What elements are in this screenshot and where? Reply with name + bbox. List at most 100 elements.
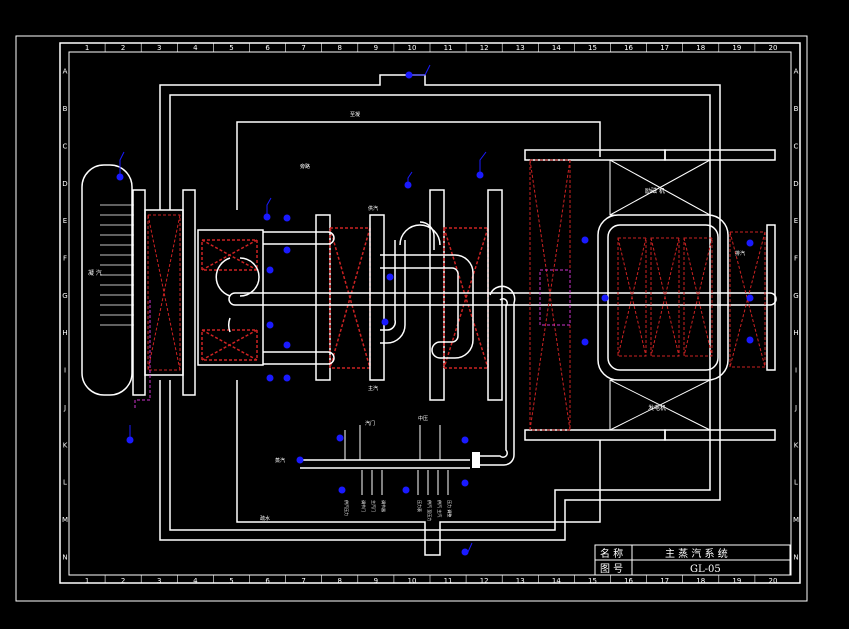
grid-row-label: D bbox=[62, 180, 67, 188]
condenser: 凝 汽 bbox=[81, 164, 134, 396]
grid-row-label: E bbox=[63, 217, 67, 225]
grid-column-label: 6 bbox=[265, 577, 270, 585]
grid-column-label: 5 bbox=[229, 577, 233, 585]
outer-pipe-loop bbox=[159, 74, 721, 541]
grid-column-label: 4 bbox=[193, 44, 198, 52]
grid-column-label: 17 bbox=[660, 44, 669, 52]
svg-text:调节门: 调节门 bbox=[361, 500, 367, 512]
lp-turbine bbox=[524, 149, 666, 441]
valve-icon bbox=[338, 486, 346, 494]
grid-row-label: I bbox=[64, 367, 66, 375]
grid-column-label: 8 bbox=[338, 577, 342, 585]
grid-row-label: F bbox=[63, 254, 67, 262]
grid-row-label: C bbox=[63, 142, 68, 150]
valve-icon bbox=[581, 338, 589, 346]
grid-column-label: 4 bbox=[193, 577, 198, 585]
grid-row-label: A bbox=[794, 68, 799, 76]
grid-row-label: C bbox=[794, 142, 799, 150]
svg-text:主汽门: 主汽门 bbox=[371, 500, 377, 512]
grid-column-label: 20 bbox=[768, 44, 777, 52]
crossover-pipes bbox=[215, 221, 516, 466]
valve-icon bbox=[581, 236, 589, 244]
grid-column-label: 16 bbox=[624, 577, 633, 585]
pipe-tag-c: 汽门 bbox=[365, 420, 375, 427]
grid-column-label: 19 bbox=[732, 44, 741, 52]
hp-turbine bbox=[134, 189, 196, 410]
pipe-tag-b: 主汽 bbox=[368, 385, 378, 392]
svg-text:压力表: 压力表 bbox=[417, 500, 423, 512]
grid-column-label: 12 bbox=[480, 44, 489, 52]
grid-column-label: 13 bbox=[516, 44, 525, 52]
svg-text:调节器: 调节器 bbox=[381, 500, 387, 512]
grid-column-label: 10 bbox=[407, 577, 416, 585]
valve-icon bbox=[461, 479, 469, 487]
svg-text:供汽 主汽: 供汽 主汽 bbox=[437, 500, 443, 517]
grid-column-label: 7 bbox=[301, 44, 305, 52]
header-note: 至凝 bbox=[350, 111, 360, 118]
bottom-note: 疏水 bbox=[260, 515, 270, 522]
grid-column-label: 3 bbox=[157, 577, 161, 585]
valve-icon bbox=[266, 374, 274, 382]
drawing-title: 主 蒸 汽 系 统 bbox=[665, 547, 728, 560]
grid-row-label: J bbox=[794, 404, 797, 412]
grid-column-label: 15 bbox=[588, 44, 597, 52]
grid-row-label: N bbox=[793, 553, 798, 561]
grid-row-label: M bbox=[62, 516, 68, 524]
valve-icon bbox=[601, 294, 609, 302]
grid-column-label: 1 bbox=[85, 577, 89, 585]
header-end-cap bbox=[472, 452, 480, 468]
valve-icon bbox=[461, 436, 469, 444]
valve-icon bbox=[266, 321, 274, 329]
grid-row-label: H bbox=[793, 329, 798, 337]
grid-column-label: 1 bbox=[85, 44, 89, 52]
valve-icon bbox=[746, 239, 754, 247]
grid-column-label: 12 bbox=[480, 577, 489, 585]
valve-icon bbox=[283, 214, 291, 222]
grid-row-label: K bbox=[63, 441, 68, 449]
grid-column-label: 18 bbox=[696, 44, 705, 52]
turbine-shaft bbox=[228, 292, 777, 306]
grid-column-label: 2 bbox=[121, 577, 125, 585]
grid-row-label: D bbox=[793, 180, 798, 188]
grid-row-label: G bbox=[62, 292, 67, 300]
grid-row-label: N bbox=[62, 553, 67, 561]
condenser-flange bbox=[132, 189, 146, 396]
steam-in-label: 蒸汽 bbox=[275, 457, 285, 464]
generator-label: 发电机 bbox=[648, 404, 666, 412]
branch-label: 旁路 bbox=[300, 163, 310, 170]
instrument-labels: 供汽压力 调节门 主汽门 调节器 压力表 供汽 至压力 供汽 主汽 压力 调整 bbox=[344, 500, 453, 521]
grid-column-label: 2 bbox=[121, 44, 125, 52]
grid-row-label: J bbox=[63, 404, 66, 412]
title-block: 名 称 主 蒸 汽 系 统 图 号 GL-05 bbox=[594, 544, 791, 576]
grid-column-label: 9 bbox=[374, 44, 378, 52]
grid-column-label: 11 bbox=[444, 577, 453, 585]
grid-row-label: A bbox=[63, 68, 68, 76]
grid-column-label: 14 bbox=[552, 577, 561, 585]
grid-row-label: L bbox=[794, 479, 798, 487]
grid-row-label: L bbox=[63, 479, 67, 487]
valve-icon bbox=[746, 294, 754, 302]
pipe-tag-d: 中压 bbox=[418, 415, 428, 422]
drawing-number: GL-05 bbox=[690, 564, 721, 575]
valve-icon bbox=[283, 374, 291, 382]
grid-column-label: 17 bbox=[660, 577, 669, 585]
outer-frame bbox=[15, 35, 808, 602]
exciter-label: 励磁 机 bbox=[645, 187, 665, 195]
grid-column-label: 10 bbox=[407, 44, 416, 52]
title-label: 名 称 bbox=[600, 547, 623, 560]
grid-column-label: 6 bbox=[265, 44, 270, 52]
condenser-label: 凝 汽 bbox=[88, 269, 102, 277]
grid-column-label: 7 bbox=[301, 577, 305, 585]
svg-text:供汽压力: 供汽压力 bbox=[344, 500, 350, 516]
valve-icon bbox=[381, 318, 389, 326]
valve-icon bbox=[336, 434, 344, 442]
number-label: 图 号 bbox=[600, 563, 623, 575]
grid-column-label: 15 bbox=[588, 577, 597, 585]
grid-row-label: E bbox=[794, 217, 798, 225]
grid-column-label: 5 bbox=[229, 44, 233, 52]
grid-column-label: 11 bbox=[444, 44, 453, 52]
